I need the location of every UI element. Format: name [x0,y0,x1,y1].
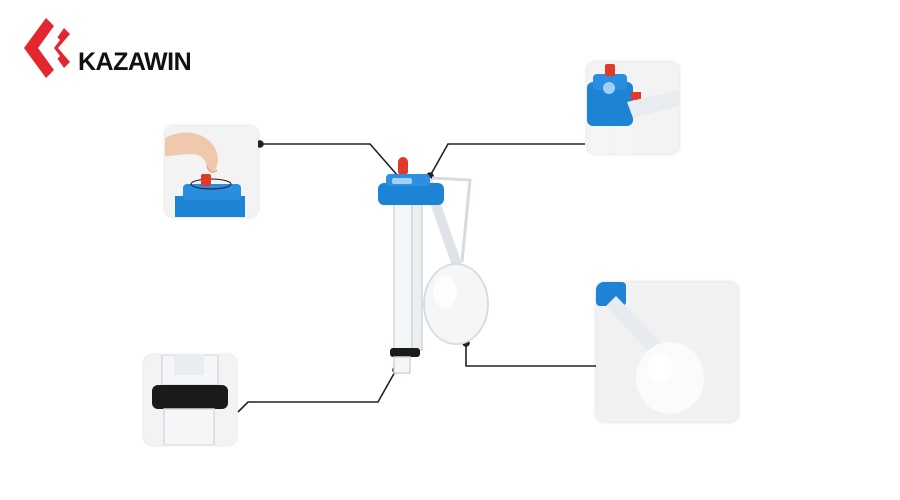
leader-line-top-left [260,143,399,177]
float-ball [423,263,489,345]
brand-logo-mark [24,18,70,78]
leader-line-float [465,343,596,367]
detail-float-arm [596,282,738,422]
float-ball-icon [596,282,738,422]
black-seal-ring-icon [144,355,236,445]
brand-logo: KAZAWIN [20,18,210,80]
valve-head [378,183,444,205]
valve-head-icon [587,62,679,154]
hand-adjusting-top-icon [165,126,258,217]
leader-line-seal [237,369,397,413]
valve-column [393,199,413,351]
leader-line-top-right [429,143,585,177]
detail-height-adjustment [165,126,258,217]
brand-name: KAZAWIN [78,48,192,76]
detail-valve-head [587,62,679,154]
detail-seal-washer [144,355,236,445]
seal-washer [390,348,420,357]
